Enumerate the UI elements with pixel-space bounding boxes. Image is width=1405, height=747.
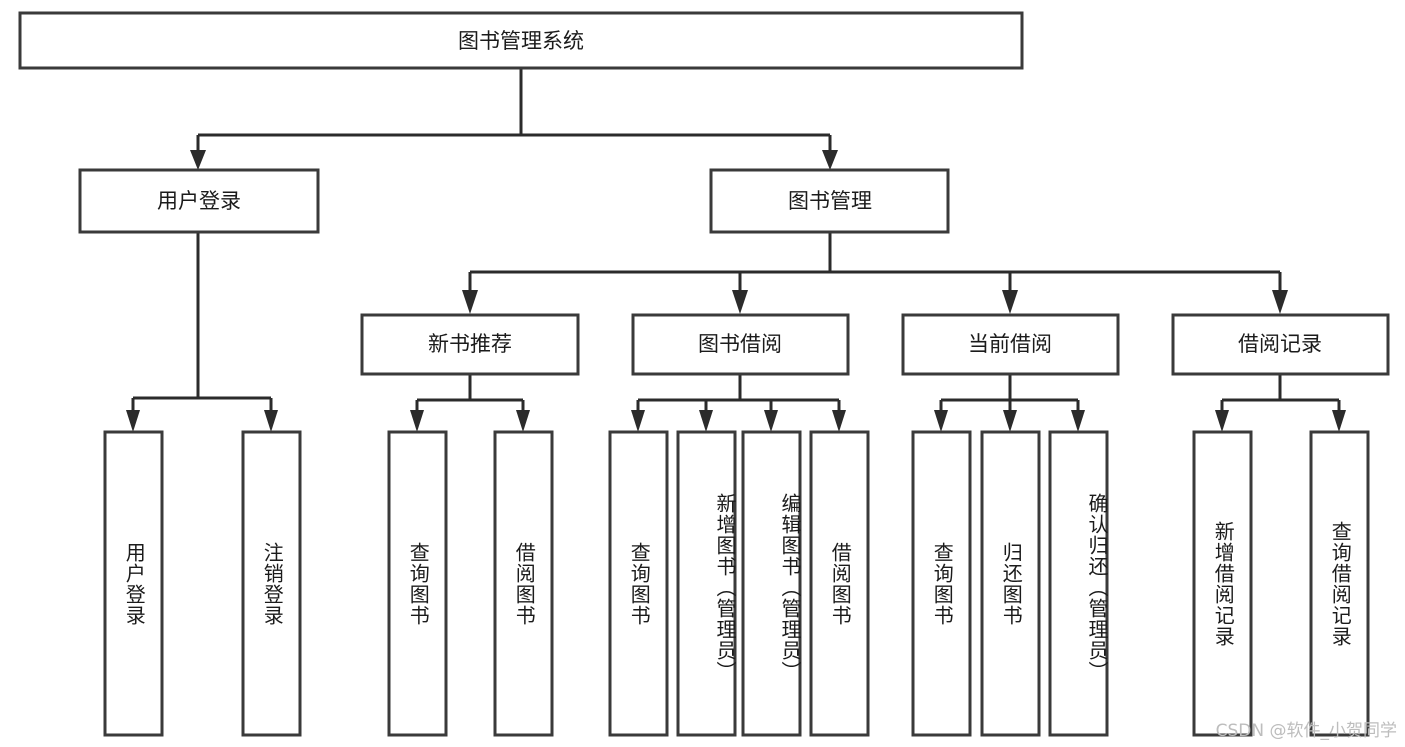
arrow-to-leaf-user-login [126, 410, 140, 432]
node-box-leaf-1[interactable] [241, 430, 302, 737]
node-box-current-borrow[interactable] [901, 313, 1120, 376]
node-box-leaf-2[interactable] [387, 430, 448, 737]
node-box-leaf-11[interactable] [1192, 430, 1253, 737]
label-book-borrow: 图书借阅 [698, 332, 782, 356]
arrow-to-new-book-rec [462, 290, 478, 314]
arrow-g4-leaf2 [1332, 410, 1346, 432]
node-box-leaf-6[interactable] [741, 430, 802, 737]
arrow-to-borrow-record [1272, 290, 1288, 314]
node-box-new-book-recommend[interactable] [360, 313, 580, 376]
arrow-g1-leaf2 [516, 410, 530, 432]
arrow-g2-leaf3 [764, 410, 778, 432]
node-box-leaf-3[interactable] [493, 430, 554, 737]
arrow-to-book-borrow [732, 290, 748, 314]
node-box-leaf-5[interactable] [676, 430, 737, 737]
arrow-g2-leaf4 [832, 410, 846, 432]
arrow-g1-leaf1 [410, 410, 424, 432]
arrow-g3-leaf2 [1003, 410, 1017, 432]
node-box-leaf-8[interactable] [911, 430, 972, 737]
arrow-to-book-mgmt [822, 150, 838, 170]
arrow-g3-leaf1 [934, 410, 948, 432]
arrow-g2-leaf1 [631, 410, 645, 432]
node-layer [18, 11, 1390, 737]
node-box-leaf-0[interactable] [103, 430, 164, 737]
node-box-leaf-9[interactable] [980, 430, 1041, 737]
label-book-management: 图书管理 [788, 189, 872, 213]
node-box-leaf-4[interactable] [608, 430, 669, 737]
node-box-borrow-record[interactable] [1171, 313, 1390, 376]
arrow-g4-leaf1 [1215, 410, 1229, 432]
arrow-g2-leaf2 [699, 410, 713, 432]
arrow-to-leaf-logout [264, 410, 278, 432]
label-user-login: 用户登录 [157, 189, 241, 213]
node-box-book-management[interactable] [709, 168, 950, 234]
arrow-to-user-login [190, 150, 206, 170]
node-box-user-login[interactable] [78, 168, 320, 234]
arrow-to-current-borrow [1002, 290, 1018, 314]
node-box-leaf-12[interactable] [1309, 430, 1370, 737]
label-new-book-recommend: 新书推荐 [428, 332, 512, 356]
node-box-book-borrow[interactable] [631, 313, 850, 376]
arrow-g3-leaf3 [1071, 410, 1085, 432]
horizontal-label-layer: 图书管理系统 用户登录 图书管理 新书推荐 图书借阅 当前借阅 借阅记录 [157, 29, 1322, 356]
node-box-leaf-10[interactable] [1048, 430, 1109, 737]
connector-layer [126, 68, 1346, 432]
node-box-root[interactable] [18, 11, 1024, 70]
label-root: 图书管理系统 [458, 29, 584, 53]
node-box-leaf-7[interactable] [809, 430, 870, 737]
label-current-borrow: 当前借阅 [968, 332, 1052, 356]
label-borrow-record: 借阅记录 [1238, 332, 1322, 356]
